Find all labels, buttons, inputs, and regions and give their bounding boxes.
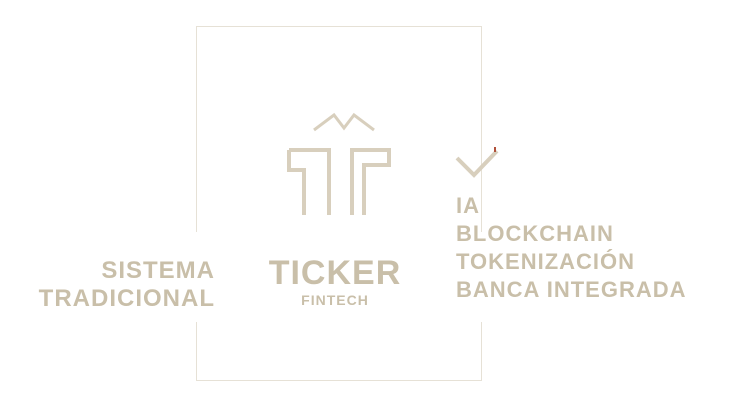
feature-item: TOKENIZACIÓN bbox=[456, 249, 636, 274]
brand-label: TICKER FINTECH bbox=[255, 255, 415, 309]
label-line: SISTEMA bbox=[101, 257, 215, 284]
accent-mark bbox=[494, 147, 496, 152]
feature-item: IA bbox=[456, 193, 480, 218]
label-line: TRADICIONAL bbox=[38, 285, 215, 312]
tt-crown-logo-icon bbox=[287, 112, 391, 215]
feature-item: BANCA INTEGRADA bbox=[456, 277, 687, 302]
brand-subtitle: FINTECH bbox=[301, 292, 369, 308]
traditional-system-label: SISTEMA TRADICIONAL bbox=[39, 257, 215, 313]
feature-item: BLOCKCHAIN bbox=[456, 221, 614, 246]
top-frame bbox=[196, 26, 482, 232]
bottom-frame bbox=[196, 322, 482, 381]
check-icon bbox=[455, 149, 499, 178]
features-list: IA BLOCKCHAIN TOKENIZACIÓN BANCA INTEGRA… bbox=[456, 192, 687, 304]
brand-title: TICKER bbox=[268, 254, 402, 292]
